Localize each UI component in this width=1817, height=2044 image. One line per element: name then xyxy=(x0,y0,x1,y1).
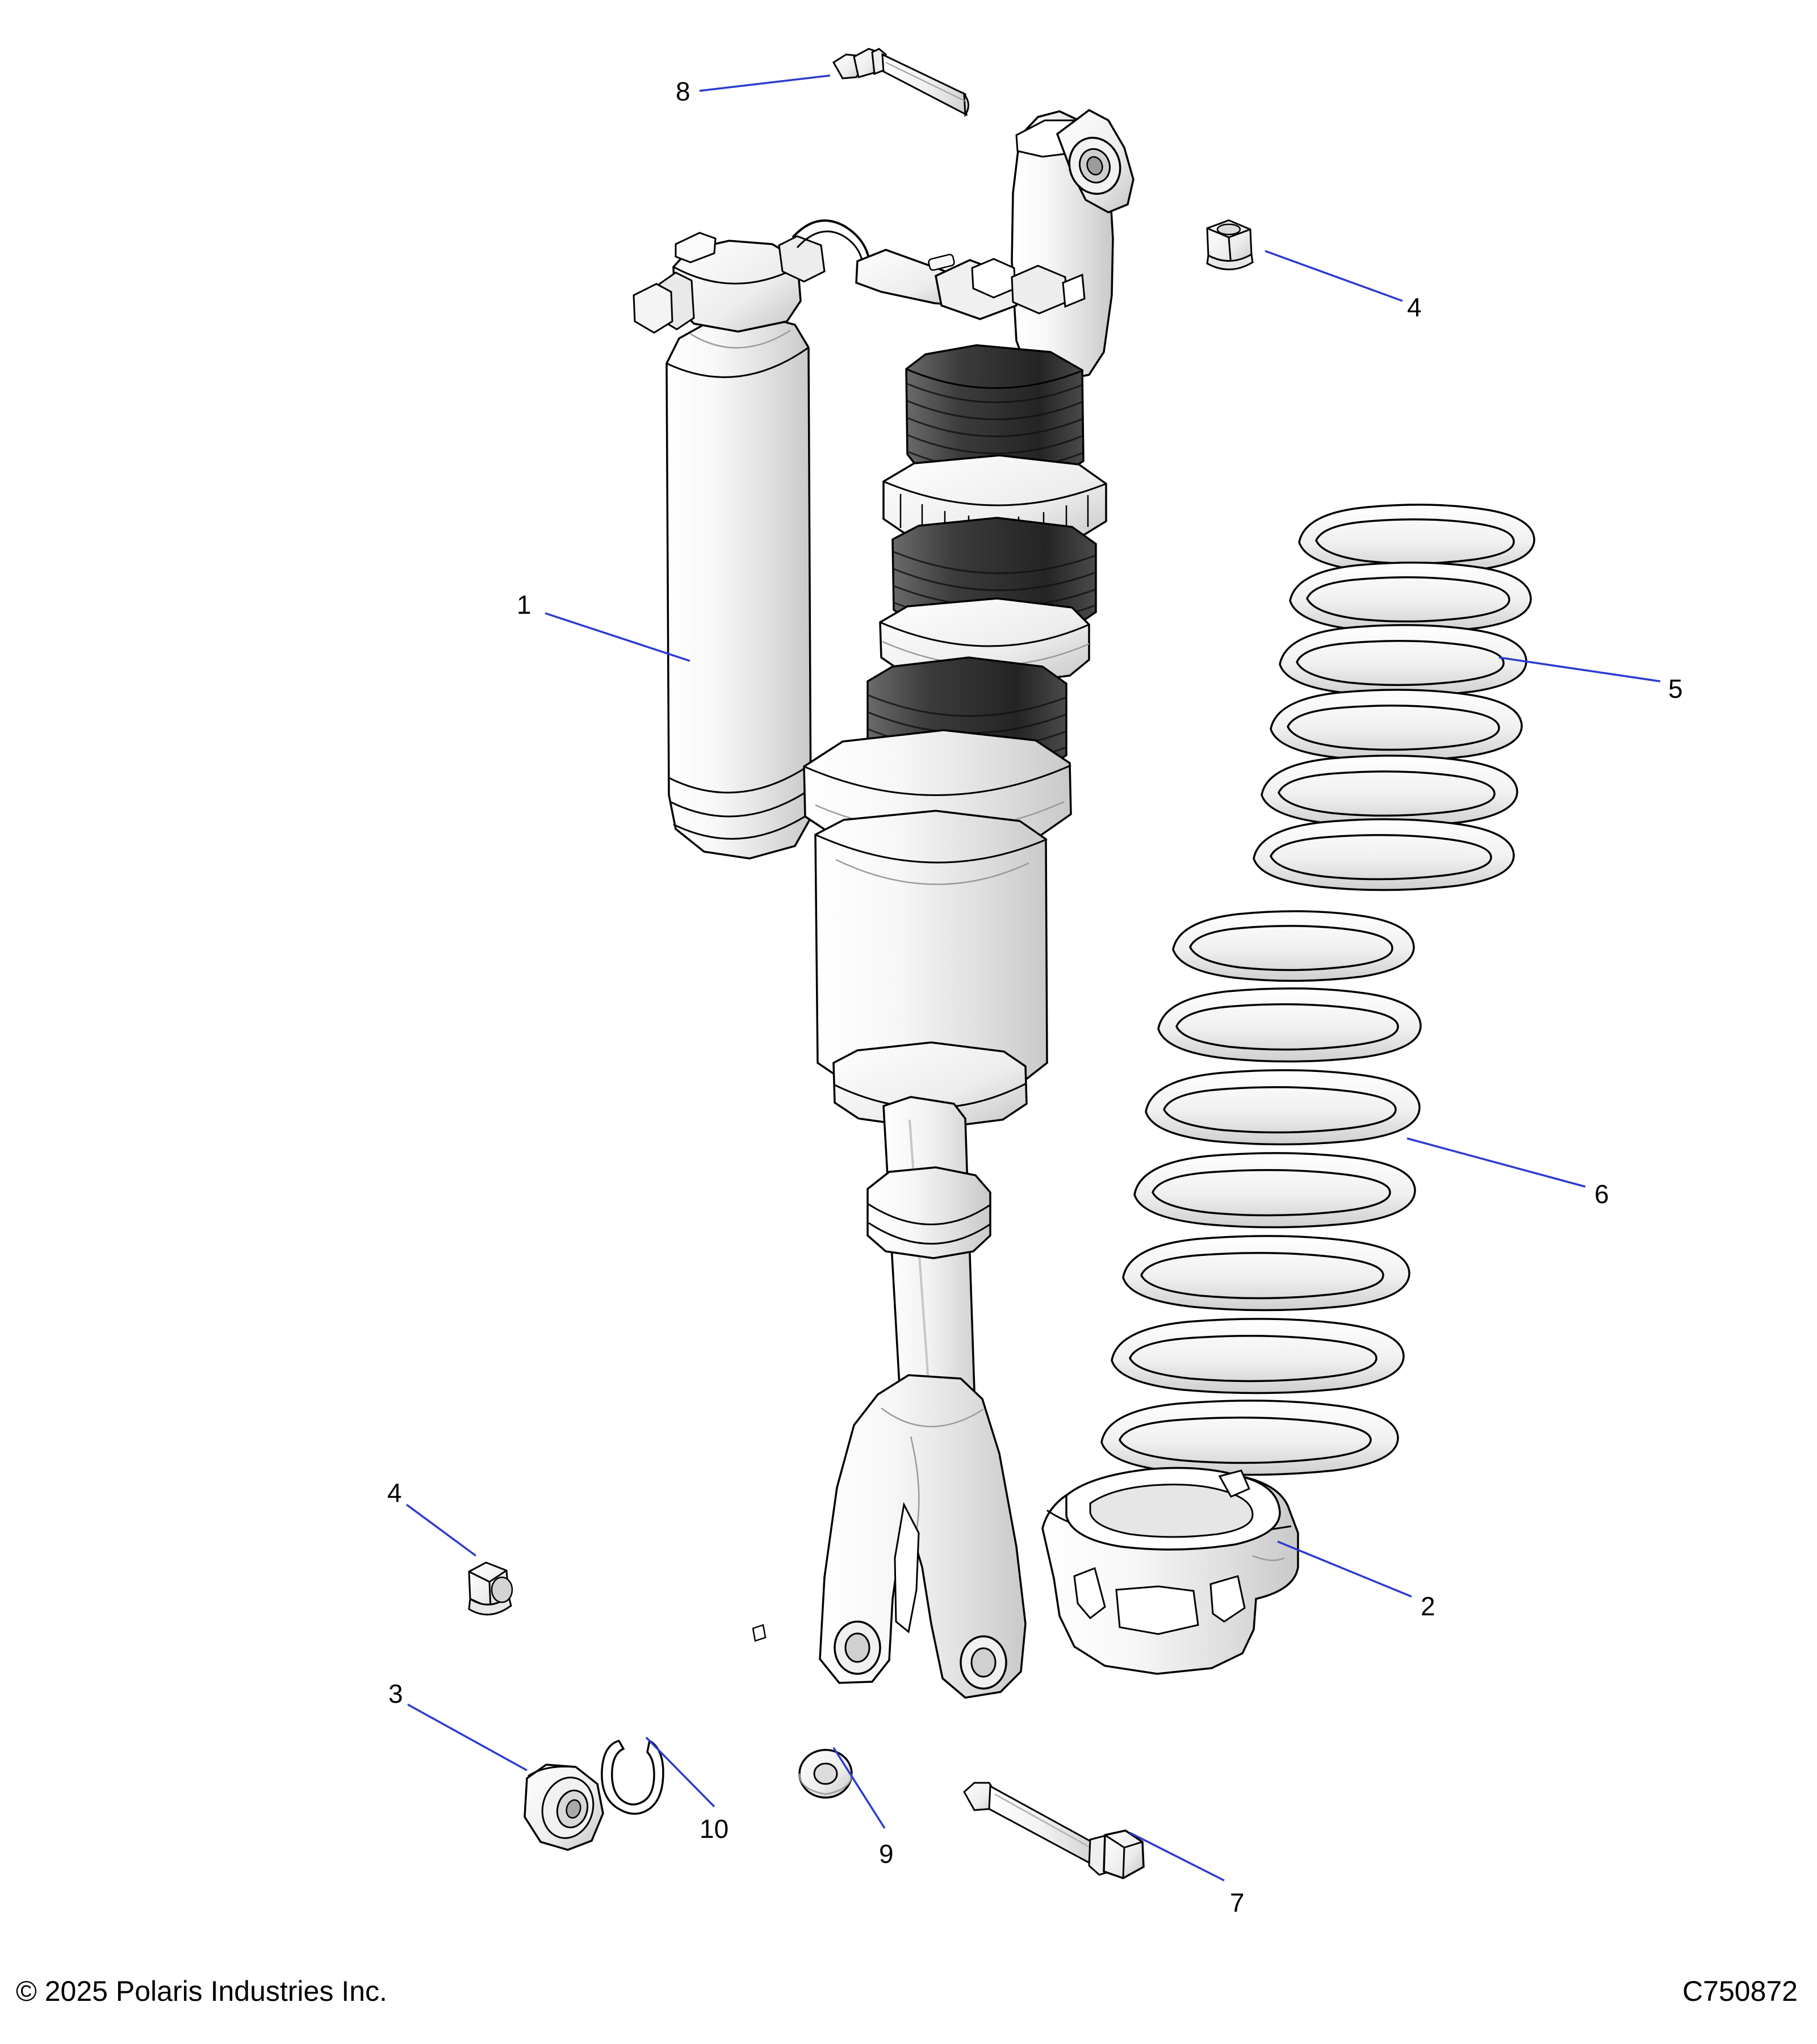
part-8-flange-bolt xyxy=(832,48,969,118)
callout-3: 3 xyxy=(388,1679,403,1708)
part-3-bushing xyxy=(524,1764,604,1851)
part-10-snap-ring xyxy=(601,1739,664,1815)
callout-5: 5 xyxy=(1668,674,1683,703)
part-4-lower-nut xyxy=(468,1561,513,1616)
part-number-label: C750872 xyxy=(1682,1975,1798,2007)
part-4-top-nut xyxy=(1206,219,1254,270)
callout-2: 2 xyxy=(1421,1591,1435,1621)
callout-leader-lines xyxy=(405,74,1661,1882)
callout-6: 6 xyxy=(1594,1179,1609,1209)
part-6-coil-spring-lower xyxy=(1100,910,1422,1476)
callout-1: 1 xyxy=(517,590,531,619)
callout-8: 8 xyxy=(676,77,690,106)
part-7-flange-bolt xyxy=(963,1782,1145,1879)
part-5-coil-spring-upper xyxy=(1253,504,1535,891)
part-9-washer xyxy=(798,1749,853,1799)
callout-4-bottom: 4 xyxy=(387,1478,402,1507)
callout-10: 10 xyxy=(700,1814,729,1844)
callout-7: 7 xyxy=(1230,1888,1245,1917)
part-1-shock-absorber xyxy=(633,108,1134,1699)
callout-4-top: 4 xyxy=(1407,292,1422,322)
part-2-spring-seat-cup xyxy=(1041,1467,1299,1675)
callout-9: 9 xyxy=(879,1839,894,1869)
copyright-notice: © 2025 Polaris Industries Inc. xyxy=(16,1975,387,2007)
